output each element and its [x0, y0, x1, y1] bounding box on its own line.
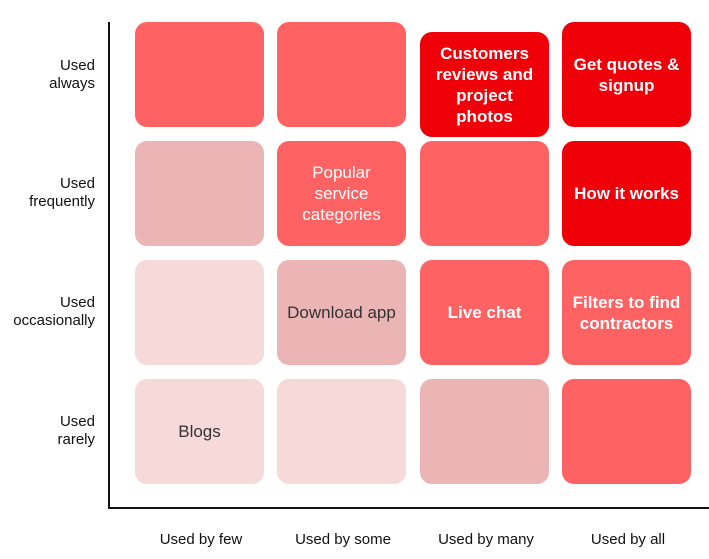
cell-occasionally-few	[135, 260, 264, 365]
cell-label: Customers reviews and project photos	[435, 43, 534, 126]
cell-occasionally-many: Live chat	[420, 260, 549, 365]
cell-label: How it works	[574, 184, 679, 203]
x-axis-line	[108, 507, 709, 509]
cell-frequently-all: How it works	[562, 141, 691, 246]
cell-label: Get quotes & signup	[573, 54, 680, 95]
y-axis-line	[108, 22, 110, 509]
row-label-line1: Used	[59, 413, 95, 430]
row-label-rarely: Used rarely	[0, 413, 95, 449]
cell-label: Live chat	[447, 303, 522, 322]
cell-always-many: Customers reviews and project photos	[420, 32, 549, 137]
col-label-many: Used by many	[438, 531, 534, 548]
cell-rarely-many	[420, 379, 549, 484]
row-label-always: Used always	[0, 57, 95, 93]
cell-rarely-few: Blogs	[135, 379, 264, 484]
cell-label: Filters to find contractors	[572, 292, 681, 333]
row-label-line1: Used	[59, 294, 95, 311]
cell-label: Download app	[287, 303, 396, 322]
cell-always-few	[135, 22, 264, 127]
cell-frequently-few	[135, 141, 264, 246]
cell-label: Popular service categories	[302, 163, 381, 224]
row-label-line1: Used	[59, 175, 95, 192]
col-label-all: Used by all	[590, 531, 666, 548]
row-label-line2: occasionally	[13, 312, 95, 329]
cell-rarely-some	[277, 379, 406, 484]
row-label-frequently: Used frequently	[0, 175, 95, 211]
row-label-line1: Used	[59, 57, 95, 74]
cell-occasionally-some: Download app	[277, 260, 406, 365]
row-label-line2: rarely	[57, 431, 95, 448]
row-label-line2: frequently	[29, 193, 95, 210]
col-label-some: Used by some	[295, 531, 391, 548]
cell-always-some	[277, 22, 406, 127]
cell-always-all: Get quotes & signup	[562, 22, 691, 127]
cell-occasionally-all: Filters to find contractors	[562, 260, 691, 365]
col-label-few: Used by few	[159, 531, 243, 548]
row-label-line2: always	[49, 75, 95, 92]
cell-rarely-all	[562, 379, 691, 484]
cell-frequently-some: Popular service categories	[277, 141, 406, 246]
cell-frequently-many	[420, 141, 549, 246]
row-label-occasionally: Used occasionally	[0, 294, 95, 330]
cell-label: Blogs	[178, 422, 221, 441]
